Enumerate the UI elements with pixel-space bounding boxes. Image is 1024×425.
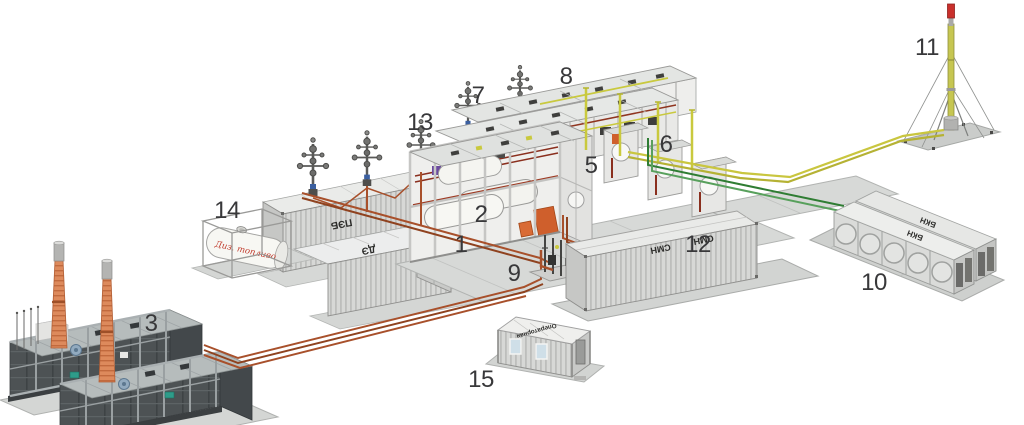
guy-wire (902, 51, 952, 143)
smn-roof-label-1: СМН (650, 242, 672, 256)
callout-8: 8 (560, 63, 573, 90)
callout-14: 14 (214, 197, 240, 224)
cabin-window (535, 343, 548, 360)
callout-3: 3 (145, 310, 158, 337)
flare-tip (947, 3, 955, 19)
front-module-roof (408, 121, 594, 167)
callout-12: 12 (685, 231, 711, 258)
smn-roof-label-2: СМН (693, 233, 715, 247)
flare-gas-pipeline (627, 128, 945, 184)
callout-10: 10 (861, 269, 887, 296)
operator-cabin (484, 316, 606, 383)
cabin-door (575, 339, 586, 365)
chimney-stack (50, 259, 68, 349)
process-module-complex (408, 65, 738, 263)
callout-9: 9 (508, 260, 521, 287)
peb-roof-label: ПЭБ (330, 216, 353, 231)
flare-stack (947, 23, 955, 131)
chimney-stack (98, 277, 116, 383)
bkn-containers (808, 190, 1006, 302)
flare-unit (896, 3, 1002, 151)
guy-wire (950, 85, 985, 139)
boiler-power-blocks (0, 240, 280, 425)
right-wing-modules (602, 122, 738, 218)
de-roof-label: ДЭ (360, 243, 376, 257)
callout-6: 6 (660, 131, 673, 158)
callout-13: 13 (407, 109, 433, 136)
tank-frame (200, 208, 294, 279)
callout-15: 15 (468, 366, 494, 393)
cabin-window (509, 338, 522, 355)
callout-1: 1 (455, 231, 468, 258)
diesel-tank (206, 226, 289, 271)
callout-11: 11 (915, 34, 939, 61)
callout-2: 2 (475, 201, 488, 228)
callout-7: 7 (472, 82, 485, 109)
guy-wire (950, 51, 995, 131)
callouts: 1 2 3 5 6 7 8 9 10 11 12 13 14 15 (145, 34, 940, 393)
smn-container (550, 210, 820, 322)
callout-5: 5 (585, 152, 598, 179)
flare-risers (584, 88, 694, 168)
separator-vessel (424, 194, 504, 230)
antenna-poles (16, 308, 39, 350)
gas-pipeline (647, 138, 846, 213)
